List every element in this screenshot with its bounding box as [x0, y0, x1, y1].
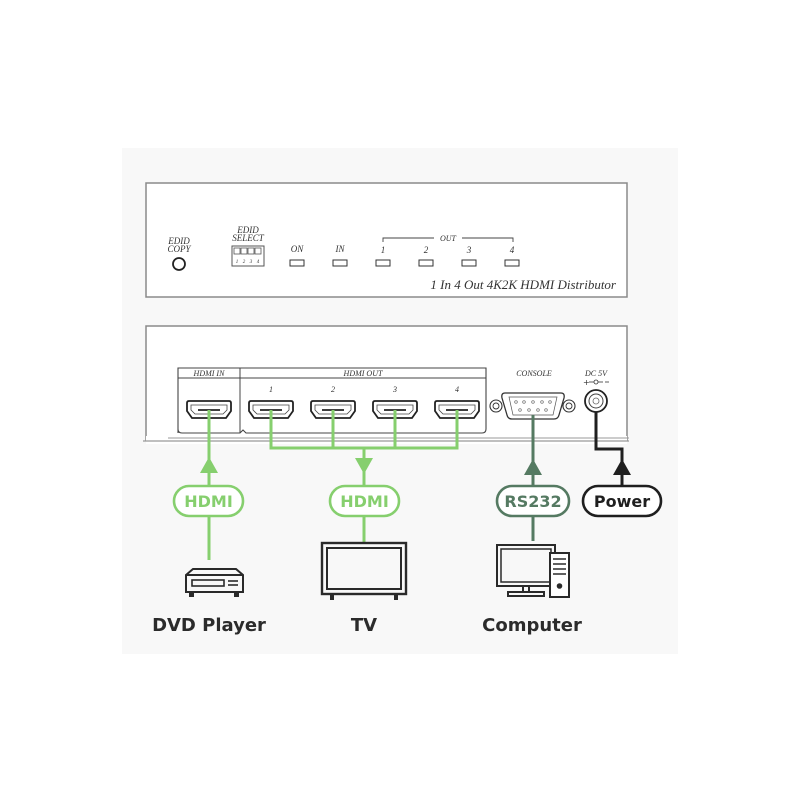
led-on-indicator [289, 259, 305, 267]
computer-icon [496, 544, 570, 598]
edid-select-label-1: EDID [236, 225, 259, 235]
badge-rs232: RS232 [495, 484, 571, 518]
hdmi-out-port-2[interactable] [310, 400, 356, 419]
dvd-player-icon [185, 568, 244, 597]
hdmi-out-port-number-3: 3 [392, 385, 397, 394]
edid-copy-label-2: COPY [167, 244, 191, 254]
out-led-indicator-4 [504, 259, 520, 267]
dip-number: 4 [257, 260, 260, 265]
out-led-label-4: 4 [510, 245, 515, 255]
arrow-up-icon [613, 459, 631, 475]
edid-select-label-2: SELECT [232, 233, 265, 243]
hdmi-out-port-4[interactable] [434, 400, 480, 419]
badge-tv-hdmi: HDMI [328, 484, 401, 518]
hdmi-out-label: HDMI OUT [343, 369, 383, 378]
out-led-indicator-2 [418, 259, 434, 267]
edid-dip-switch[interactable]: 1 2 3 4 [231, 245, 265, 267]
hdmi-out-port-1[interactable] [248, 400, 294, 419]
badge-tv-hdmi-label: HDMI [340, 492, 389, 511]
out-led-label-1: 1 [381, 245, 386, 255]
arrow-up-icon [524, 459, 542, 475]
out-group-label: OUT [440, 234, 457, 243]
arrow-up-icon [200, 457, 218, 473]
out-led-indicator-1 [375, 259, 391, 267]
svg-text:+: + [583, 378, 590, 387]
edid-copy-label-1: EDID [167, 236, 190, 246]
led-in-label: IN [335, 244, 346, 254]
out-led-label-3: 3 [466, 245, 472, 255]
console-db9-port[interactable] [489, 392, 576, 420]
device-label-computer: Computer [482, 615, 582, 636]
dip-number: 1 [236, 260, 239, 265]
hdmi-out-port-number-1: 1 [269, 385, 273, 394]
out-led-indicator-3 [461, 259, 477, 267]
product-name: 1 In 4 Out 4K2K HDMI Distributor [430, 277, 617, 292]
badge-power: Power [581, 484, 663, 518]
badge-dvd-hdmi-label: HDMI [184, 492, 233, 511]
dip-number: 2 [243, 260, 246, 265]
badge-power-label: Power [594, 492, 650, 511]
front-panel: EDID COPY EDID SELECT 1 2 3 4 ON IN OUT [145, 182, 628, 298]
badge-rs232-label: RS232 [504, 492, 561, 511]
arrow-down-icon [355, 458, 373, 474]
hdmi-out-port-number-2: 2 [331, 385, 335, 394]
led-on-label: ON [291, 244, 304, 254]
dc-power-jack[interactable] [584, 389, 608, 413]
hdmi-out-port-3[interactable] [372, 400, 418, 419]
hdmi-out-port-number-4: 4 [455, 385, 459, 394]
device-label-dvd: DVD Player [152, 615, 266, 636]
hdmi-in-port[interactable] [186, 400, 232, 419]
dc-label: DC 5V [584, 369, 608, 378]
front-panel-outline [145, 182, 628, 298]
connection-lines [200, 410, 631, 560]
led-in-indicator [332, 259, 348, 267]
edid-copy-button[interactable] [172, 257, 186, 271]
dip-number: 3 [250, 260, 253, 265]
dc-polarity-symbol: + [583, 378, 609, 387]
hdmi-in-label: HDMI IN [193, 369, 226, 378]
badge-dvd-hdmi: HDMI [172, 484, 245, 518]
back-panel: HDMI IN HDMI OUT 1 2 3 4 CONSOLE [143, 325, 629, 444]
console-label: CONSOLE [516, 369, 552, 378]
out-led-label-2: 2 [424, 245, 429, 255]
device-label-tv: TV [351, 615, 377, 636]
out-group-bracket [382, 237, 514, 242]
tv-icon [320, 541, 408, 600]
